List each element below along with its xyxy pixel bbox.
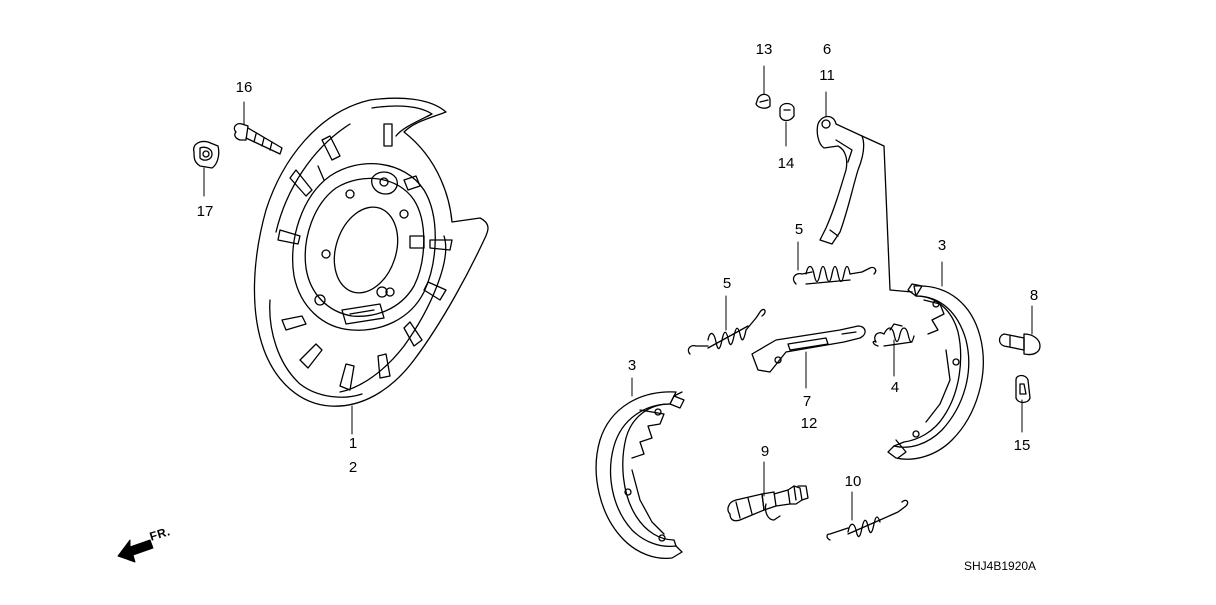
- parking-brake-lever: [816, 115, 913, 293]
- mounting-bolt: [233, 122, 283, 155]
- part-number-14: 14: [777, 155, 795, 172]
- part-number-15: 15: [1013, 437, 1031, 454]
- brake-shoe-right: [887, 283, 984, 460]
- part-number-1: 1: [348, 435, 358, 452]
- part-number-4: 4: [890, 379, 900, 396]
- brake-shoe-left: [595, 391, 685, 560]
- upper-return-spring: [792, 265, 877, 285]
- washer-nut: [779, 102, 795, 122]
- adjuster-assembly: [727, 485, 809, 522]
- adjuster-strut: [751, 325, 866, 373]
- part-number-12: 12: [800, 415, 818, 432]
- part-number-10: 10: [844, 473, 862, 490]
- shoe-hold-pin: [998, 333, 1041, 356]
- part-number-9: 9: [760, 443, 770, 460]
- shoe-hold-spring: [872, 323, 915, 347]
- retaining-clip: [755, 93, 771, 109]
- part-number-5-right: 5: [794, 221, 804, 238]
- lower-return-spring: [687, 308, 766, 355]
- retainer-clip: [1015, 374, 1031, 404]
- diagram-reference-code: SHJ4B1920A: [964, 559, 1037, 573]
- mounting-nut: [193, 140, 220, 169]
- leader-lines: [203, 65, 1033, 521]
- part-number-13: 13: [755, 41, 773, 58]
- part-number-8: 8: [1029, 287, 1039, 304]
- part-number-11: 11: [819, 67, 835, 84]
- part-number-2: 2: [348, 459, 358, 476]
- adjuster-spring: [826, 499, 909, 541]
- part-number-5-left: 5: [722, 275, 732, 292]
- part-number-3-left: 3: [627, 357, 637, 374]
- backing-plate: [253, 97, 489, 407]
- front-direction-arrow-icon: [117, 539, 154, 563]
- part-number-3-right: 3: [937, 237, 947, 254]
- part-number-6: 6: [822, 41, 832, 58]
- part-number-17: 17: [196, 203, 214, 220]
- part-number-7: 7: [802, 393, 812, 410]
- part-number-16: 16: [235, 79, 253, 96]
